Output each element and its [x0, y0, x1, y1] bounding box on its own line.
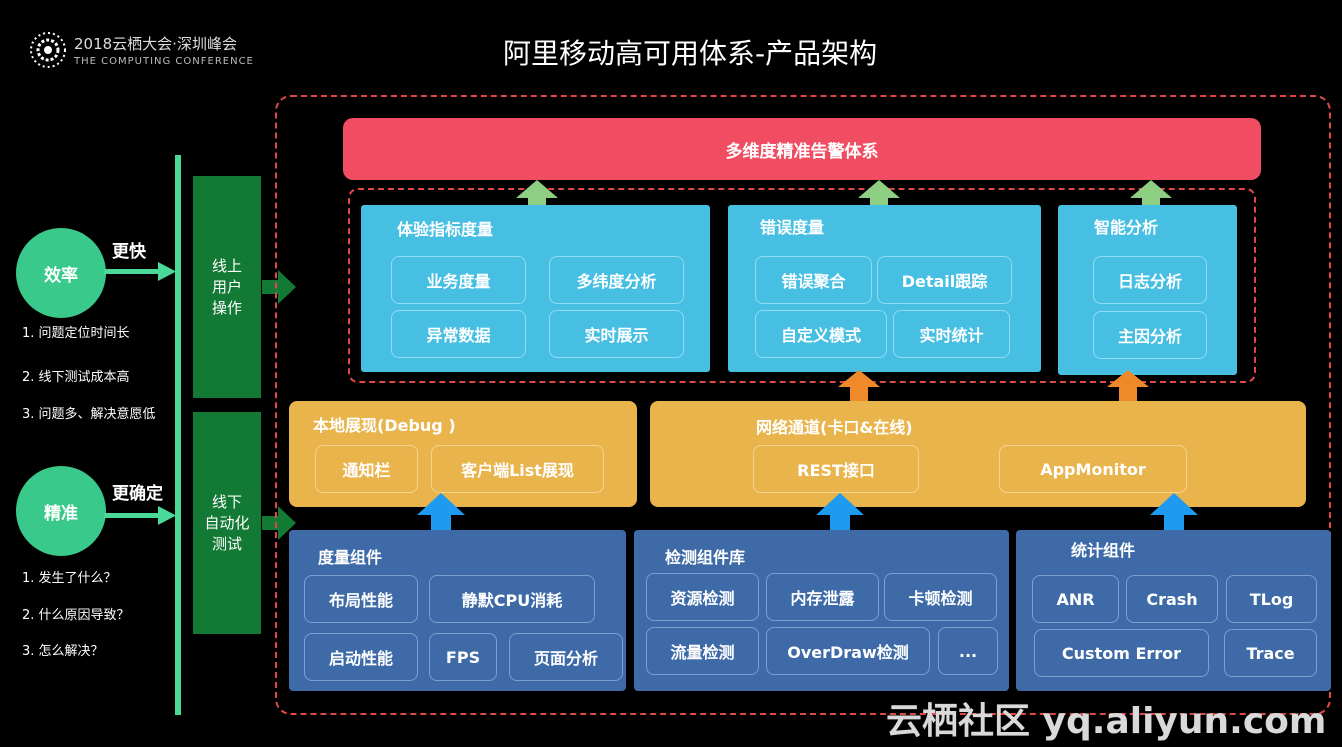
client-list-chip: 客户端List展现 — [431, 445, 604, 493]
tlog-chip: TLog — [1226, 575, 1317, 623]
idle-cpu-chip: 静默CPU消耗 — [429, 575, 595, 623]
precision-arrow — [104, 506, 176, 525]
memory-leak-chip: 内存泄露 — [766, 573, 879, 621]
precision-note-3: 3. 怎么解决？ — [22, 644, 104, 659]
experience-metrics-title: 体验指标度量 — [397, 220, 494, 239]
startup-perf-chip: 启动性能 — [304, 633, 418, 681]
logo-title: 2018云栖大会·深圳峰会 — [74, 35, 237, 53]
detail-tracking-chip: Detail跟踪 — [877, 256, 1012, 304]
network-channel-title: 网络通道(卡口&在线) — [756, 418, 913, 437]
root-cause-chip: 主因分析 — [1093, 311, 1207, 359]
detect-components-title: 检测组件库 — [665, 548, 746, 567]
precision-note-2: 2. 什么原因导致？ — [22, 608, 130, 623]
smart-analysis-panel — [1058, 205, 1237, 375]
precision-circle: 精准 — [16, 466, 106, 556]
measure-components-panel — [289, 530, 626, 691]
up-arrow-orange-1 — [838, 370, 880, 404]
alert-system-label: 多维度精准告警体系 — [725, 141, 879, 162]
efficiency-label: 效率 — [44, 265, 78, 286]
appmonitor-chip: AppMonitor — [999, 445, 1187, 493]
logo-subtitle: THE COMPUTING CONFERENCE — [74, 56, 254, 67]
fps-chip: FPS — [429, 633, 497, 681]
stats-components-title: 统计组件 — [1071, 541, 1136, 560]
watermark: 云栖社区 yq.aliyun.com — [886, 701, 1327, 742]
layout-perf-chip: 布局性能 — [304, 575, 418, 623]
crash-chip: Crash — [1126, 575, 1218, 623]
vertical-divider — [175, 155, 181, 715]
more-chip: ... — [938, 627, 998, 675]
page-title: 阿里移动高可用体系-产品架构 — [503, 37, 878, 70]
rest-api-chip: REST接口 — [753, 445, 919, 493]
abnormal-data-chip: 异常数据 — [391, 310, 526, 358]
efficiency-arrow — [104, 262, 176, 281]
page-analysis-chip: 页面分析 — [509, 633, 623, 681]
realtime-stats-chip: 实时统计 — [893, 310, 1010, 358]
offline-test-box: 线下 自动化 测试 — [193, 412, 261, 634]
up-arrow-orange-2 — [1107, 370, 1149, 404]
trace-chip: Trace — [1224, 629, 1317, 677]
detect-components-panel — [634, 530, 1009, 691]
offline-arrow — [262, 506, 296, 540]
conference-logo — [28, 30, 68, 70]
log-analysis-chip: 日志分析 — [1093, 256, 1207, 304]
faster-label: 更快 — [112, 242, 146, 262]
measure-components-title: 度量组件 — [318, 548, 383, 567]
precision-note-1: 1. 发生了什么？ — [22, 571, 117, 586]
realtime-display-chip: 实时展示 — [549, 310, 684, 358]
lag-detect-chip: 卡顿检测 — [884, 573, 997, 621]
up-arrow-blue-3 — [1150, 493, 1198, 537]
efficiency-note-2: 2. 线下测试成本高 — [22, 370, 130, 385]
efficiency-circle: 效率 — [16, 228, 106, 318]
local-display-panel — [289, 401, 637, 507]
error-metrics-title: 错误度量 — [760, 218, 825, 237]
up-arrow-blue-2 — [816, 493, 864, 537]
up-arrow-green-3 — [1130, 180, 1172, 216]
smart-analysis-title: 智能分析 — [1094, 218, 1159, 237]
architecture-frame — [275, 95, 1331, 715]
online-arrow — [262, 270, 296, 304]
business-metrics-chip: 业务度量 — [391, 256, 526, 304]
error-metrics-panel — [728, 205, 1041, 372]
up-arrow-green-2 — [858, 180, 900, 216]
alert-system-banner: 多维度精准告警体系 — [343, 118, 1261, 180]
more-certain-label: 更确定 — [112, 484, 163, 504]
custom-mode-chip: 自定义模式 — [755, 310, 887, 358]
efficiency-note-3: 3. 问题多、解决意愿低 — [22, 407, 156, 422]
analysis-frame — [348, 188, 1256, 383]
notification-bar-chip: 通知栏 — [315, 445, 418, 493]
stats-components-panel — [1016, 530, 1331, 691]
error-aggregation-chip: 错误聚合 — [755, 256, 872, 304]
online-user-box: 线上 用户 操作 — [193, 176, 261, 398]
experience-metrics-panel — [361, 205, 710, 372]
up-arrow-blue-1 — [417, 493, 465, 537]
multi-dim-analysis-chip: 多纬度分析 — [549, 256, 684, 304]
precision-label: 精准 — [44, 503, 78, 524]
custom-error-chip: Custom Error — [1034, 629, 1209, 677]
traffic-detect-chip: 流量检测 — [646, 627, 759, 675]
overdraw-detect-chip: OverDraw检测 — [766, 627, 930, 675]
efficiency-note-1: 1. 问题定位时间长 — [22, 326, 130, 341]
anr-chip: ANR — [1032, 575, 1119, 623]
local-display-title: 本地展现(Debug ) — [313, 416, 456, 435]
up-arrow-green-1 — [516, 180, 558, 216]
resource-detect-chip: 资源检测 — [646, 573, 759, 621]
network-channel-panel — [650, 401, 1306, 507]
